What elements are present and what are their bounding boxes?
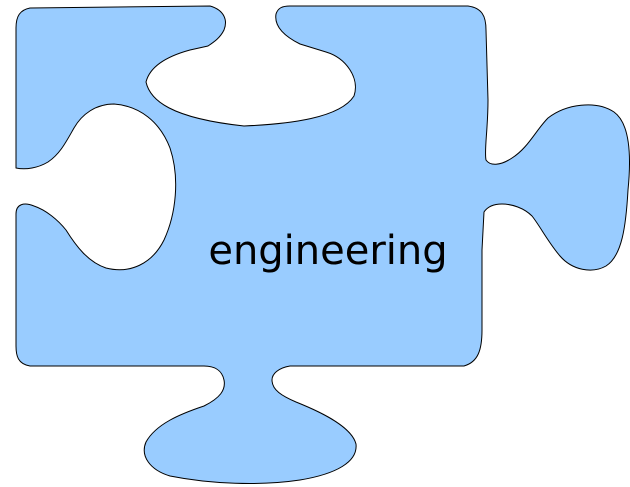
piece-label: engineering: [208, 228, 447, 274]
